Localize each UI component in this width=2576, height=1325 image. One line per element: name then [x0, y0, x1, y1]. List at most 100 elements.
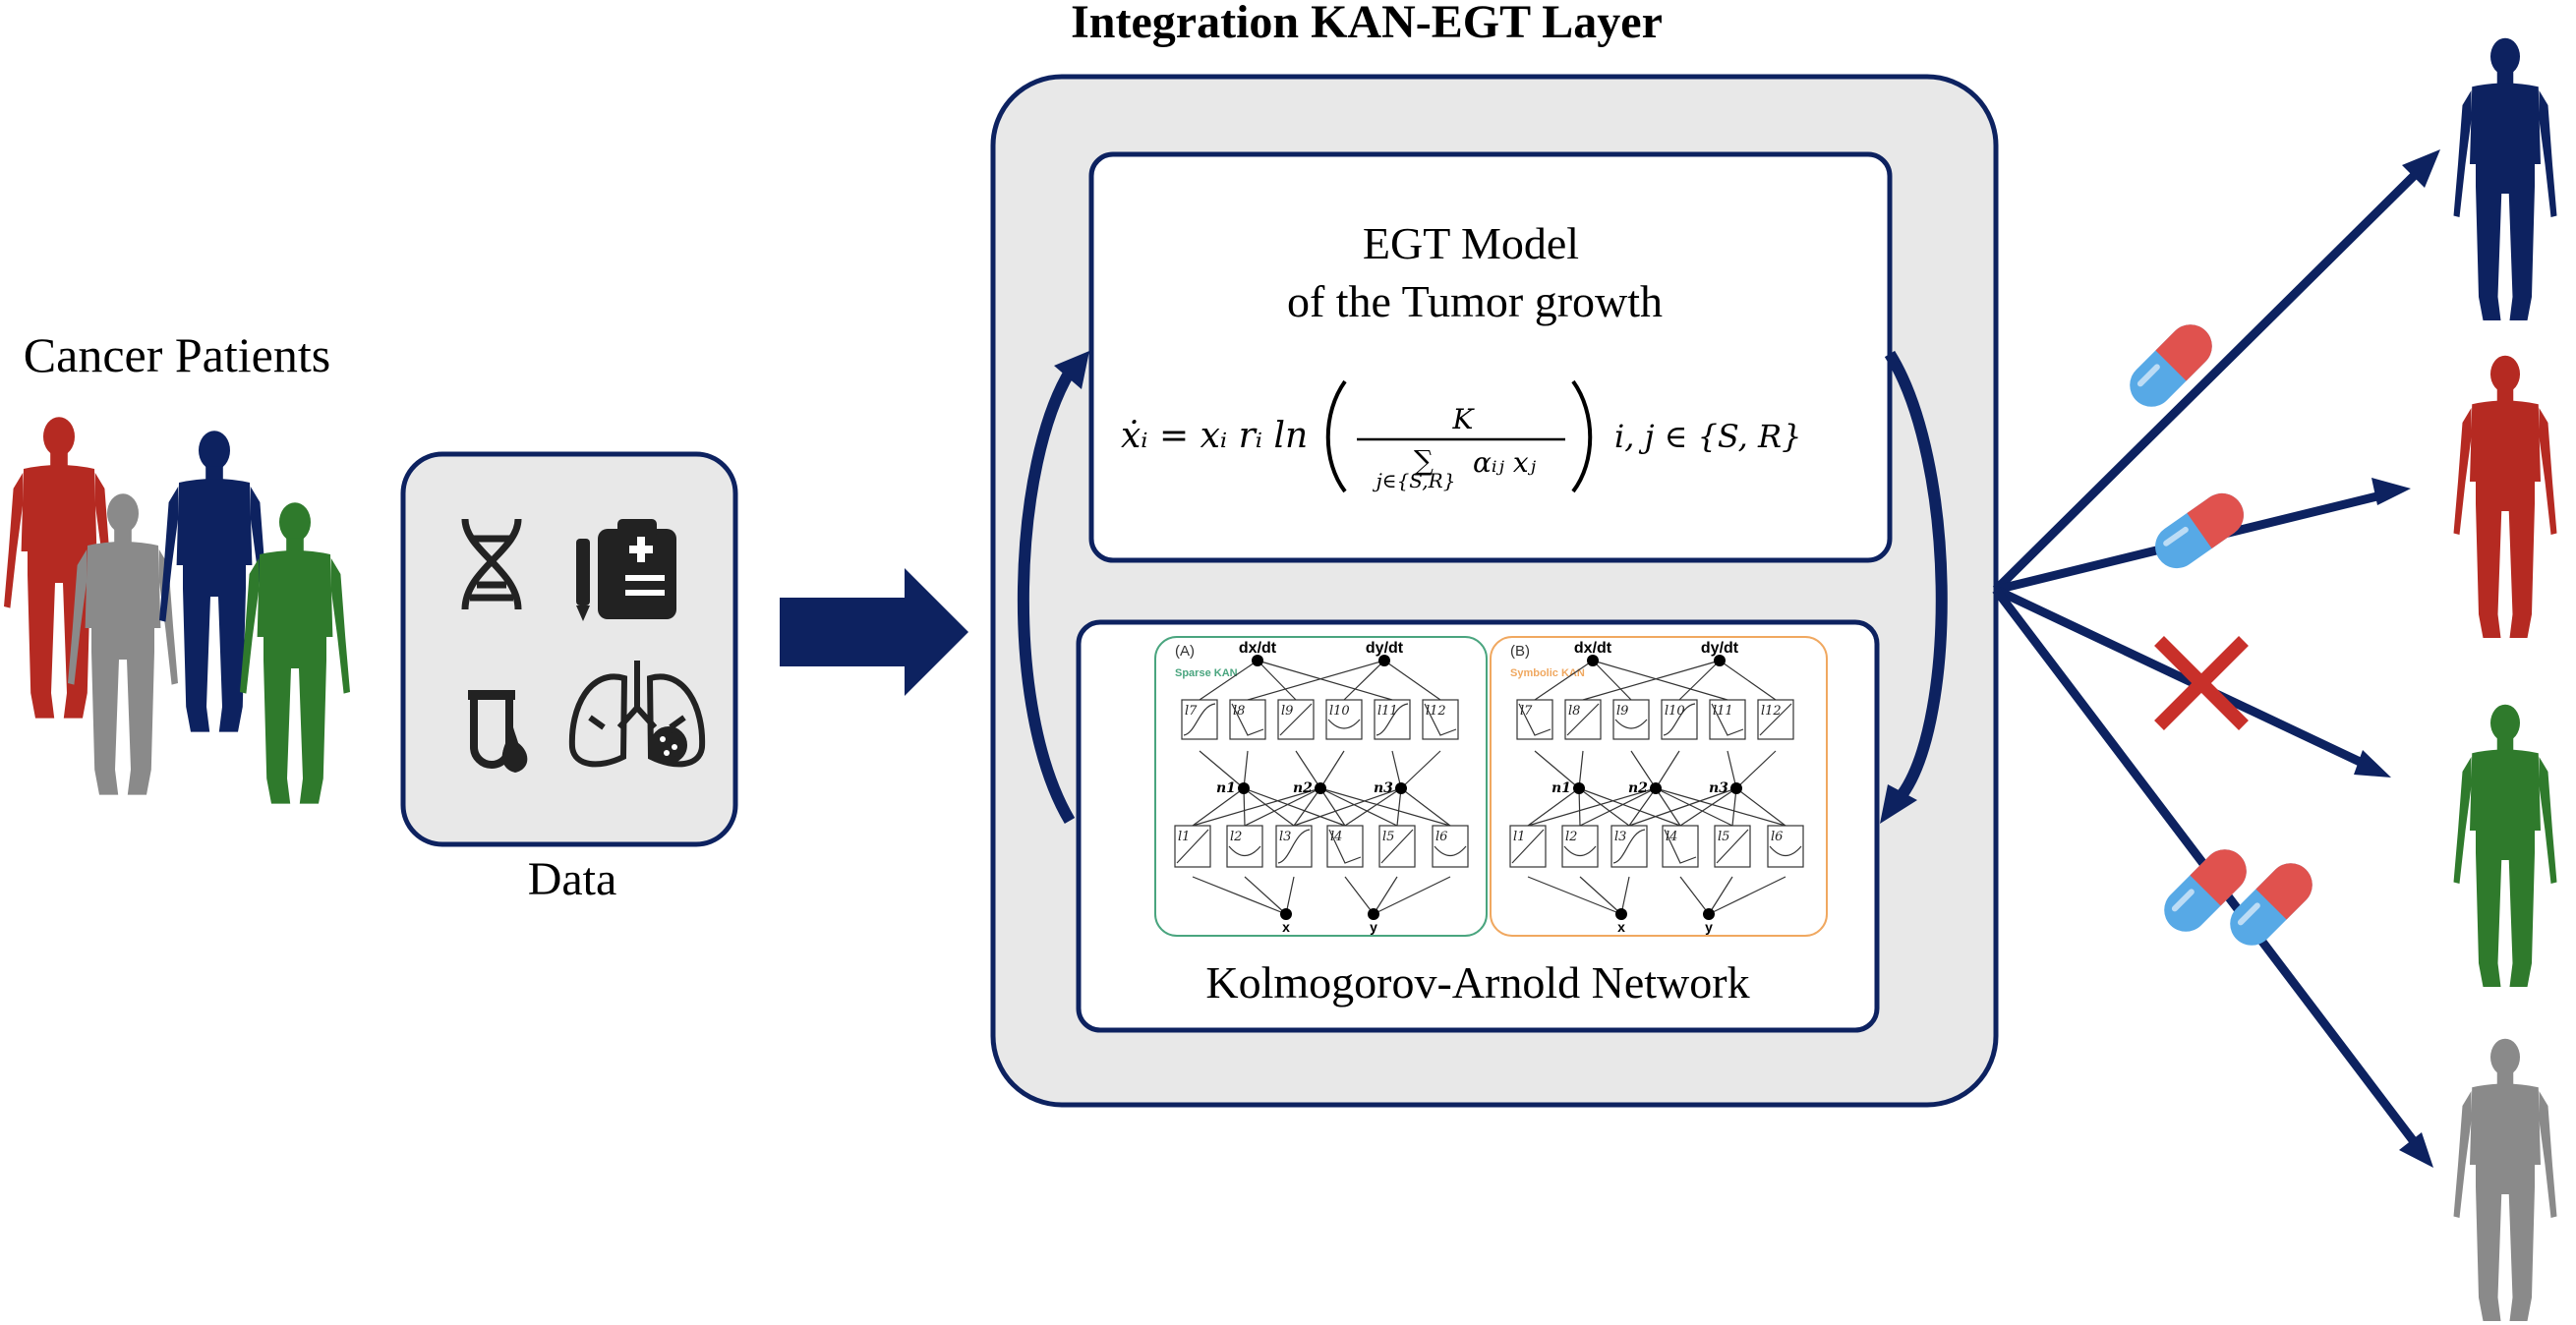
kan-function-box-curve [1769, 845, 1802, 857]
kan-function-box-label: l6 [1435, 830, 1447, 844]
kan-hidden-node [1238, 782, 1250, 794]
treatment-arrows [1992, 165, 2425, 1151]
kan-function-box-curve [1711, 703, 1744, 736]
kan-function-box-curve [1663, 703, 1696, 736]
data-to-layer-arrow [780, 568, 968, 696]
patient-group [3, 417, 350, 804]
kan-function-box [1229, 699, 1266, 740]
kan-function-box-label: l5 [1718, 830, 1729, 844]
kan-hidden-label: n1 [1551, 780, 1571, 796]
kan-function-box-label: l10 [1329, 704, 1350, 719]
kan-function-box-curve [1183, 703, 1216, 736]
kan-function-box [1432, 825, 1469, 868]
kan-function-box-curve [1279, 703, 1313, 736]
kan-function-box-curve [1228, 845, 1261, 857]
eq-right-paren [1571, 379, 1593, 493]
egt-title-line1: EGT Model [1363, 218, 1579, 268]
kan-hidden-label: n3 [1374, 780, 1393, 796]
eq-lhs: ẋᵢ = xᵢ rᵢ ln [1121, 416, 1308, 456]
kan-output-node [1252, 655, 1263, 666]
arrow-to-navy [1992, 165, 2425, 594]
cross-icon [2154, 636, 2249, 730]
eq-sum-index: j∈{S,R} [1373, 469, 1456, 492]
kan-function-box-label: l8 [1568, 704, 1580, 719]
kan-function-box [1275, 825, 1313, 868]
panel-a-output-left: dx/dt [1239, 640, 1277, 657]
kan-function-box-curve [1434, 845, 1467, 857]
kan-function-box-label: l4 [1666, 830, 1677, 844]
kan-function-box [1326, 825, 1364, 868]
kan-function-box-label: l12 [1761, 704, 1782, 719]
kan-function-box-curve [1716, 829, 1749, 864]
kan-output-node [1587, 655, 1599, 666]
kan-function-box-label: l9 [1616, 704, 1628, 719]
kan-function-box-curve [1327, 719, 1361, 729]
panel-b-input-left: x [1617, 919, 1625, 935]
kan-edges [1192, 660, 1451, 915]
egt-title-line2: of the Tumor growth [1287, 276, 1663, 326]
eq-sum: ∑ [1414, 444, 1434, 477]
main-title: Integration KAN-EGT Layer [1071, 0, 1663, 48]
kan-function-box [1662, 825, 1699, 868]
kan-input-node [1368, 908, 1379, 920]
kan-function-box-curve [1511, 829, 1545, 864]
kan-hidden-node [1730, 782, 1742, 794]
panel-a-input-left: x [1282, 919, 1290, 935]
kan-function-box-label: l10 [1665, 704, 1685, 719]
lungs-icon [568, 661, 706, 768]
panel-a-label: (A) [1175, 643, 1195, 660]
arrow-to-green [1994, 585, 2376, 774]
panel-b-label: (B) [1510, 643, 1530, 660]
panel-b-output-left: dx/dt [1574, 640, 1612, 657]
kan-function-box [1610, 825, 1648, 868]
kan-hidden-node [1395, 782, 1407, 794]
kan-function-box [1516, 699, 1553, 740]
kan-function-box [1374, 699, 1411, 740]
kan-function-box-label: l11 [1713, 704, 1733, 719]
panel-a-output-right: dy/dt [1366, 640, 1404, 657]
panel-a-name: Sparse KAN [1175, 667, 1238, 679]
panel-b-name: Symbolic KAN [1510, 667, 1585, 679]
pill-icon-middle [2146, 485, 2253, 577]
blood-tube-icon [468, 690, 528, 773]
loop-arrow-left [1017, 365, 1078, 825]
kan-hidden-node [1650, 782, 1662, 794]
kan-function-box-curve [1231, 703, 1264, 736]
kan-output-node [1378, 655, 1390, 666]
kan-function-box [1612, 699, 1650, 740]
kan-function-box-label: l8 [1233, 704, 1245, 719]
data-box [400, 451, 738, 847]
human-figure-icon-outcome-navy [2453, 37, 2557, 320]
kan-function-box [1325, 699, 1363, 740]
eq-left-paren [1325, 379, 1347, 493]
kan-function-box-label: l11 [1377, 704, 1398, 719]
kan-function-box-label: l3 [1614, 830, 1626, 844]
kan-hidden-node [1573, 782, 1585, 794]
kan-hidden-label: n2 [1293, 780, 1313, 796]
kan-function-box-curve [1380, 829, 1414, 864]
kan-box: Kolmogorov-Arnold Network (A) Sparse KAN… [1076, 619, 1880, 1033]
kan-function-box-curve [1328, 829, 1362, 864]
kan-input-node [1615, 908, 1627, 920]
kan-function-box-label: l2 [1565, 830, 1577, 844]
loop-arrow-left-head [1054, 351, 1089, 389]
panel-b-input-right: y [1705, 919, 1713, 935]
kan-function-box [1561, 825, 1599, 868]
kan-function-box-curve [1424, 703, 1457, 736]
data-label: Data [528, 853, 617, 905]
arrowhead-gray [2399, 1132, 2433, 1168]
kan-function-box-curve [1664, 829, 1697, 864]
kan-function-box-label: l6 [1771, 830, 1783, 844]
kan-function-box-label: l3 [1279, 830, 1291, 844]
kan-function-box-curve [1612, 829, 1646, 864]
clipboard-icon [576, 519, 676, 621]
kan-function-box [1422, 699, 1459, 740]
kan-function-box-label: l2 [1230, 830, 1242, 844]
arrowhead-red [2371, 478, 2411, 505]
patients-label: Cancer Patients [24, 327, 330, 382]
kan-hidden-label: n1 [1216, 780, 1236, 796]
kan-function-box-curve [1176, 829, 1209, 864]
eq-num: K [1452, 403, 1476, 435]
